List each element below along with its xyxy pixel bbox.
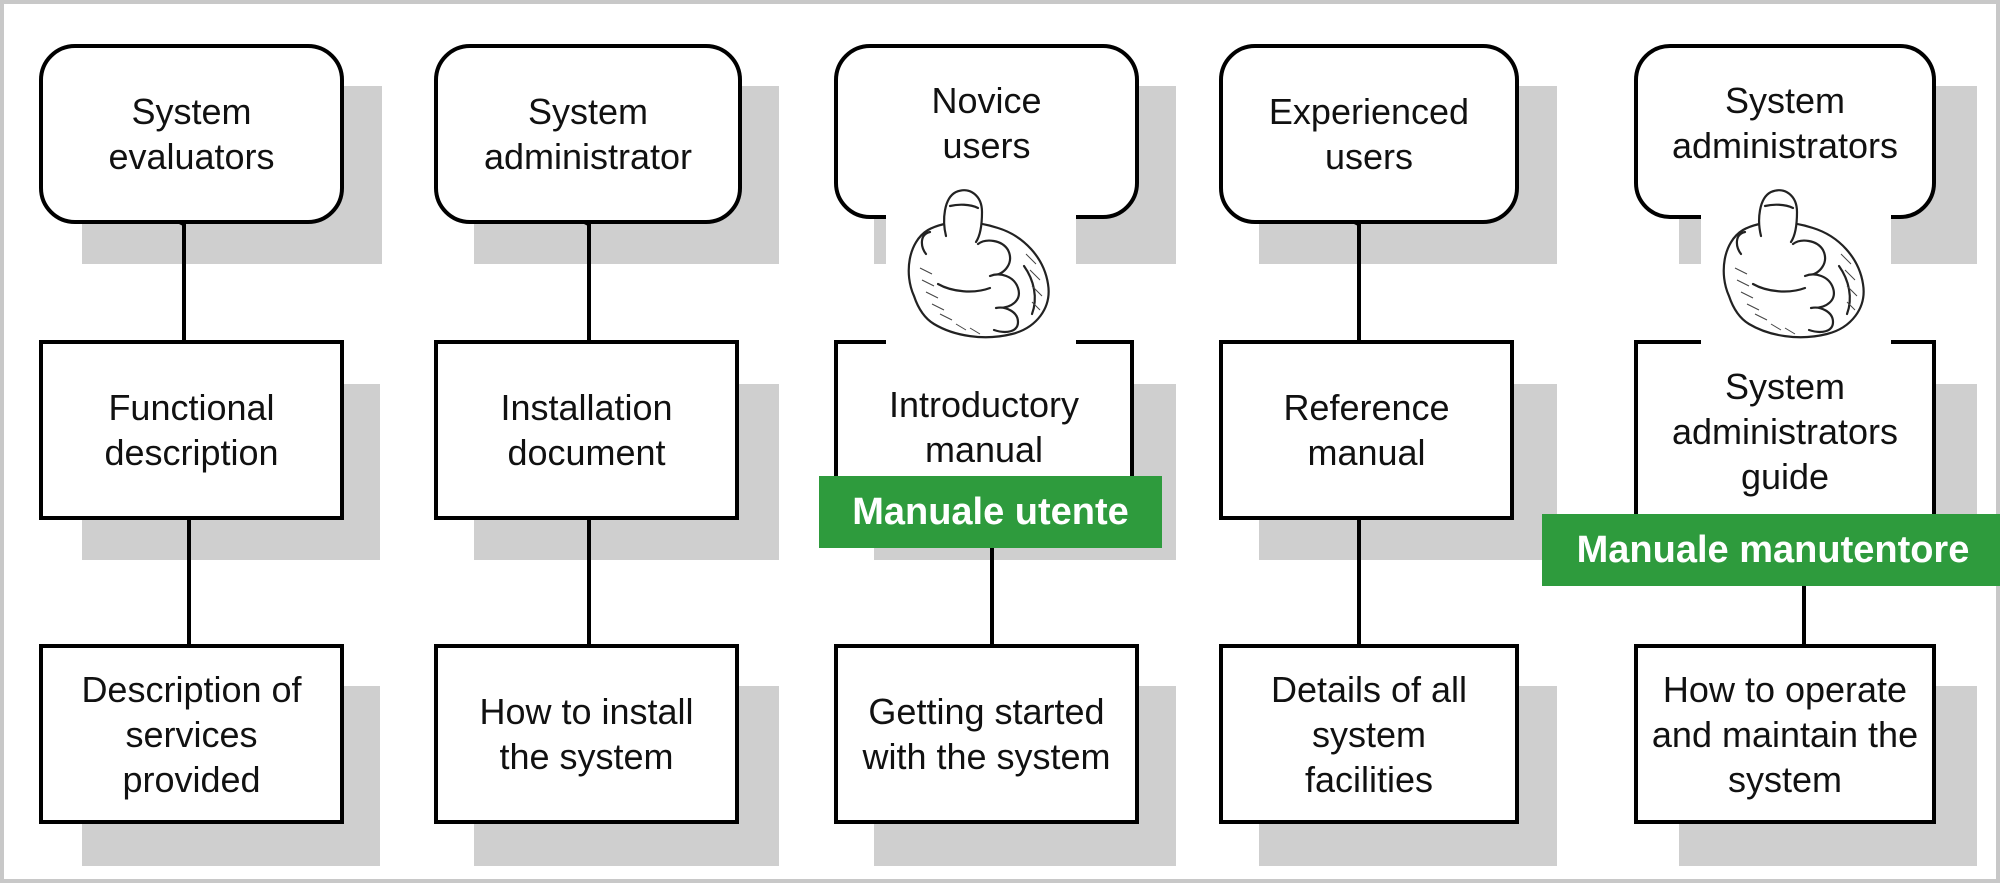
- purpose-box-2: How to install the system: [434, 644, 739, 824]
- document-label-5: System administrators guide: [1671, 366, 1899, 497]
- purpose-label-1: Description of services provided: [81, 668, 302, 800]
- document-box-1: Functional description: [39, 340, 344, 520]
- user-label-3: Novice users: [931, 80, 1042, 166]
- user-box-2: System administrator: [434, 44, 742, 224]
- user-manual-callout: Manuale utente: [819, 476, 1162, 548]
- purpose-box-3: Getting started with the system: [834, 644, 1139, 824]
- user-manual-callout-label: Manuale utente: [852, 490, 1129, 533]
- pointing-hand-icon: [1701, 184, 1891, 344]
- user-label-4: Experienced users: [1268, 91, 1470, 177]
- purpose-label-5: How to operate and maintain the system: [1651, 668, 1919, 800]
- document-box-5: System administrators guide: [1634, 340, 1936, 520]
- purpose-box-4: Details of all system facilities: [1219, 644, 1519, 824]
- purpose-label-4: Details of all system facilities: [1270, 668, 1468, 800]
- document-label-1: Functional description: [104, 387, 279, 473]
- document-label-2: Installation document: [500, 387, 673, 473]
- purpose-label-3: Getting started with the system: [862, 691, 1111, 777]
- user-box-1: System evaluators: [39, 44, 344, 224]
- user-box-4: Experienced users: [1219, 44, 1519, 224]
- maintainer-manual-callout-label: Manuale manutentore: [1576, 528, 1970, 571]
- document-box-2: Installation document: [434, 340, 739, 520]
- document-box-4: Reference manual: [1219, 340, 1514, 520]
- purpose-label-2: How to install the system: [479, 691, 694, 777]
- purpose-box-5: How to operate and maintain the system: [1634, 644, 1936, 824]
- document-label-4: Reference manual: [1283, 387, 1450, 473]
- document-label-3: Introductory manual: [888, 384, 1080, 470]
- pointing-hand-icon: [886, 184, 1076, 344]
- maintainer-manual-callout: Manuale manutentore: [1542, 514, 2000, 586]
- user-label-5: System administrators: [1671, 80, 1899, 166]
- user-label-1: System evaluators: [108, 91, 275, 177]
- purpose-box-1: Description of services provided: [39, 644, 344, 824]
- user-label-2: System administrator: [483, 91, 693, 177]
